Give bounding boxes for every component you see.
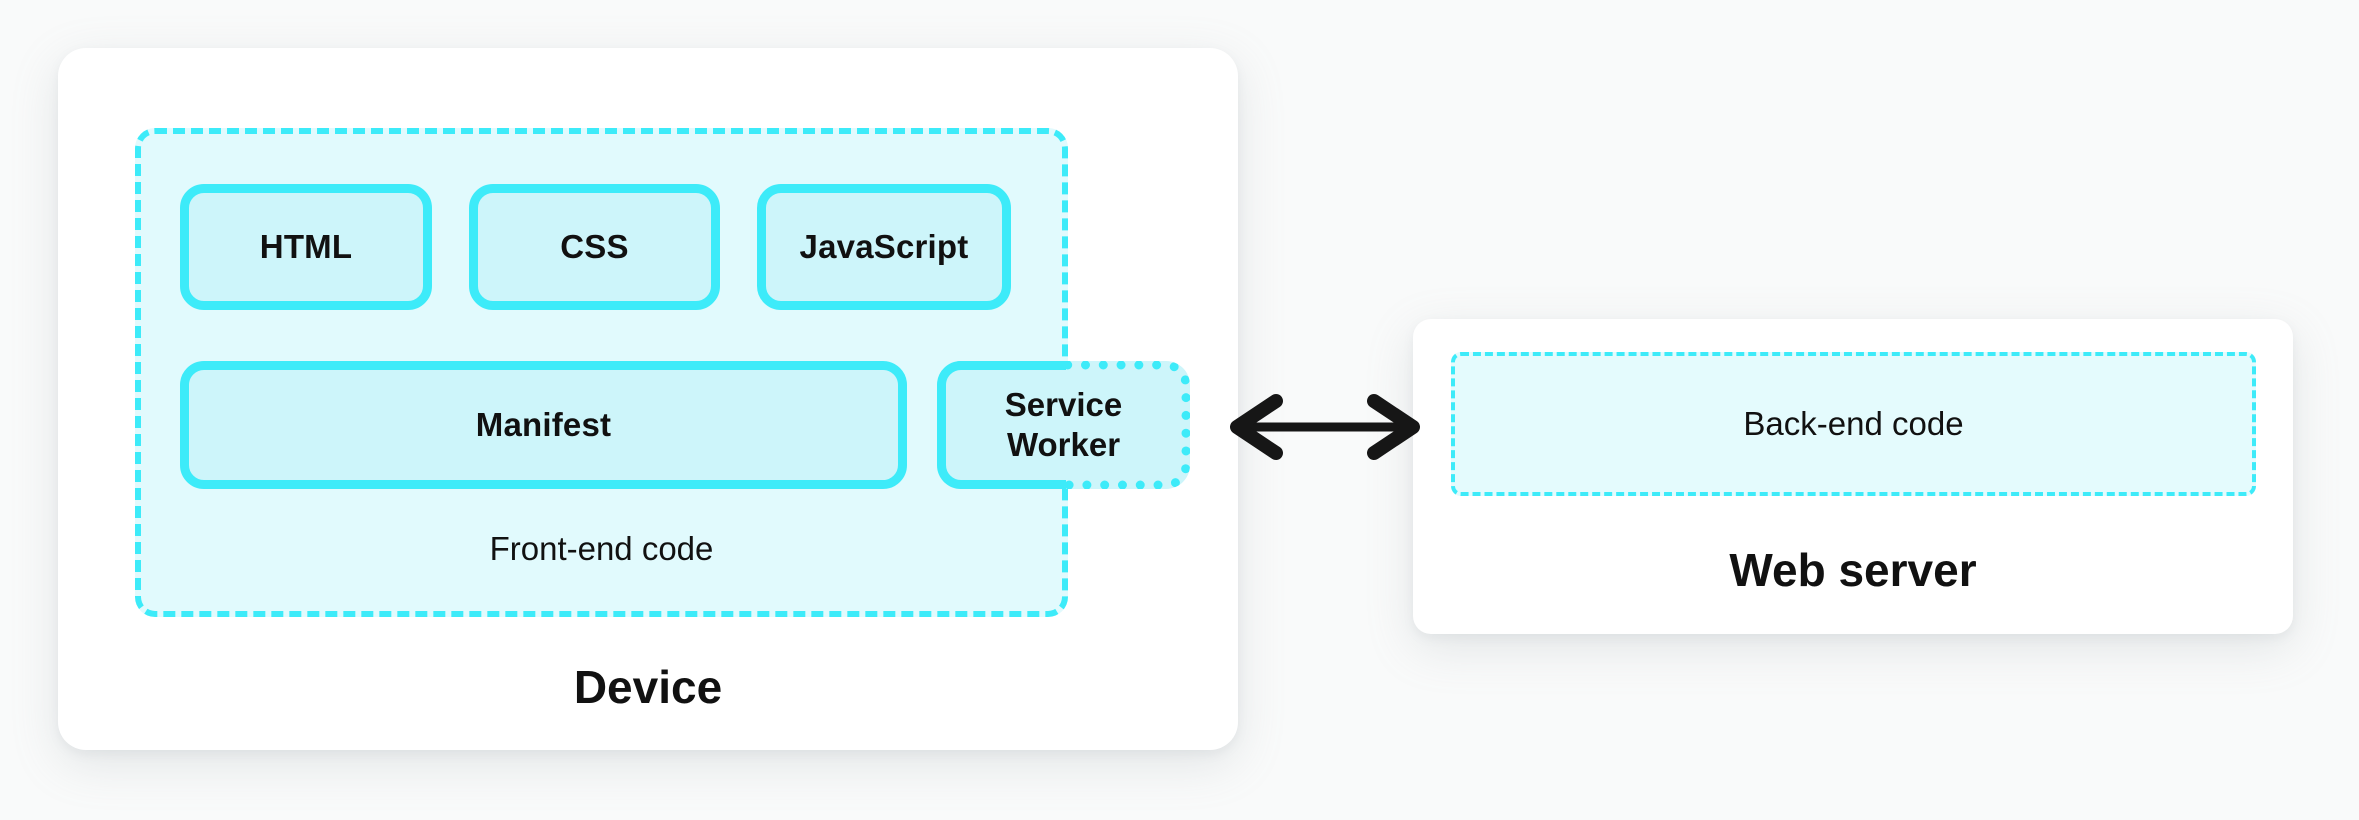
- web-server-label: Web server: [1729, 544, 1977, 596]
- service-worker-label: Service Worker: [1004, 386, 1123, 463]
- manifest-box-label: Manifest: [475, 406, 612, 443]
- manifest-box: Manifest: [180, 361, 907, 489]
- javascript-box: JavaScript: [757, 184, 1011, 310]
- web-server-panel: Back-end code Web server: [1413, 319, 2293, 634]
- html-box-label: HTML: [259, 228, 353, 265]
- javascript-box-label: JavaScript: [799, 228, 969, 265]
- frontend-code-container: HTML CSS JavaScript Manifest Front-end c…: [135, 128, 1068, 617]
- frontend-code-label: Front-end code: [489, 530, 714, 567]
- device-label: Device: [573, 661, 723, 713]
- css-box: CSS: [469, 184, 720, 310]
- device-panel: HTML CSS JavaScript Manifest Front-end c…: [58, 48, 1238, 750]
- backend-code-box: Back-end code: [1451, 352, 2256, 496]
- css-box-label: CSS: [560, 228, 629, 265]
- service-worker-box: Service Worker: [937, 361, 1190, 489]
- html-box: HTML: [180, 184, 432, 310]
- backend-code-label: Back-end code: [1743, 405, 1964, 442]
- double-headed-arrow-icon: [1230, 394, 1420, 460]
